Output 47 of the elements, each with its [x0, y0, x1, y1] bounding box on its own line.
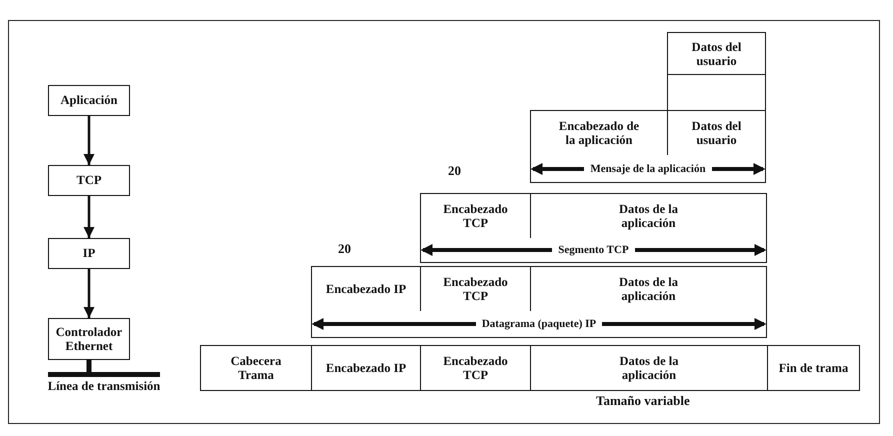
field-text: Datos de la aplicación [618, 202, 680, 230]
connector-line [86, 360, 92, 372]
field-text: Datos de la aplicación [618, 354, 680, 382]
layer-box [48, 85, 130, 116]
field-text: Encabezado TCP [442, 202, 509, 230]
field-text: IP [82, 246, 96, 261]
packet-field [420, 193, 531, 239]
span-label: Datagrama (paquete) IP [476, 318, 602, 330]
layer-box [48, 165, 130, 196]
span-band [530, 155, 766, 183]
packet-field [311, 345, 421, 391]
field-text: Encabezado IP [326, 360, 406, 376]
arrow [83, 196, 95, 238]
span-band [420, 238, 767, 263]
size-note: Tamaño variable [596, 393, 690, 409]
arrow [83, 116, 95, 165]
packet-field [530, 110, 668, 156]
field-text: Controlador Ethernet [54, 324, 124, 354]
field-text: Cabecera Trama [230, 354, 282, 382]
field-text: Datos del usuario [690, 118, 742, 148]
layer-box [48, 318, 130, 360]
packet-field [200, 345, 312, 391]
span-band [311, 311, 767, 338]
packet-field [311, 266, 421, 312]
empty-field [667, 74, 766, 111]
field-text: Datos del usuario [690, 40, 742, 68]
span-label: Segmento TCP [552, 244, 635, 256]
field-text: Encabezado de la aplicación [558, 118, 640, 148]
field-text: Fin de trama [778, 360, 848, 376]
packet-field [530, 345, 768, 391]
field-text: TCP [76, 173, 102, 188]
field-text: Encabezado TCP [442, 274, 509, 304]
field-text: Datos de la aplicación [618, 274, 680, 304]
span-label: Mensaje de la aplicación [584, 162, 712, 174]
field-text: Encabezado IP [326, 282, 406, 296]
byte-count: 20 [448, 163, 461, 179]
packet-field [667, 32, 766, 76]
packet-field [767, 345, 860, 391]
packet-field [420, 345, 531, 391]
packet-field [530, 193, 767, 239]
field-text: Encabezado TCP [442, 354, 509, 382]
line-label: Línea de transmisión [48, 379, 160, 394]
arrow [83, 269, 95, 318]
field-text: Aplicación [60, 93, 118, 108]
layer-box [48, 238, 130, 269]
byte-count: 20 [338, 241, 351, 257]
packet-field [530, 266, 767, 312]
